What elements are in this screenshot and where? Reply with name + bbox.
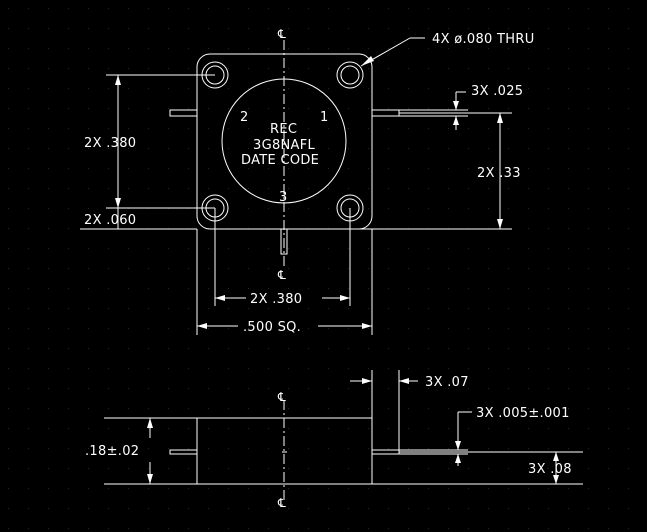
dim-arrow <box>147 418 153 428</box>
dim-arrow <box>399 378 409 384</box>
port-2-label: 2 <box>240 110 249 125</box>
dim-arrow <box>215 295 225 301</box>
dim-arrow <box>497 113 503 123</box>
dim-arrow <box>453 101 459 110</box>
side-pin-right <box>371 449 400 455</box>
dim-hole-spacing-vert: 2X .380 <box>84 136 136 151</box>
dim-hole-offset: 2X .060 <box>84 213 136 228</box>
dim-pin-offset: 3X .08 <box>528 462 572 477</box>
hole-callout-arrow <box>361 56 374 66</box>
dim-arrow <box>553 452 559 461</box>
pin-2 <box>169 109 198 117</box>
pin-1 <box>371 109 400 117</box>
dim-arrow <box>455 454 461 463</box>
part-number-label: 3G8NAFL <box>253 138 316 153</box>
dim-pin-length: 3X .07 <box>425 375 469 390</box>
dim-arrow <box>453 116 459 125</box>
dim-arrow <box>455 441 461 450</box>
top-view: ℄ ℄ REC 3G8NAFL DATE CODE 2 1 3 4X ø.080… <box>80 27 535 335</box>
centerline-symbol-top: ℄ <box>277 27 286 41</box>
side-view: ℄ ℄ .18±.02 3X .07 3X .005±.001 3X . <box>85 370 583 510</box>
dim-arrow <box>115 198 121 208</box>
dim-pin-height: 2X .33 <box>477 166 521 181</box>
port-3-label: 3 <box>279 190 288 205</box>
dim-arrow <box>553 475 559 484</box>
rec-label: REC <box>270 122 297 137</box>
dim-pin-width: 3X .025 <box>471 84 523 99</box>
centerline-symbol-side-bottom: ℄ <box>277 496 286 510</box>
centerline-symbol-bottom: ℄ <box>277 268 286 282</box>
centerline-symbol-side-top: ℄ <box>277 390 286 404</box>
dim-arrow <box>362 323 372 329</box>
hole-callout-text: 4X ø.080 THRU <box>432 32 535 47</box>
dim-arrow <box>497 219 503 229</box>
dim-arrow <box>340 295 350 301</box>
dim-arrow <box>362 378 372 384</box>
date-code-label: DATE CODE <box>241 153 319 168</box>
dim-body-height: .18±.02 <box>85 444 139 459</box>
dim-hole-spacing-horiz: 2X .380 <box>250 292 302 307</box>
dim-arrow <box>197 323 207 329</box>
side-pin-left <box>169 449 198 455</box>
dim-square: .500 SQ. <box>243 320 301 335</box>
mounting-hole-top-right <box>336 61 364 89</box>
dim-pin-thickness: 3X .005±.001 <box>476 406 570 421</box>
dim-arrow <box>115 75 121 85</box>
port-1-label: 1 <box>320 110 329 125</box>
dim-arrow <box>147 474 153 484</box>
